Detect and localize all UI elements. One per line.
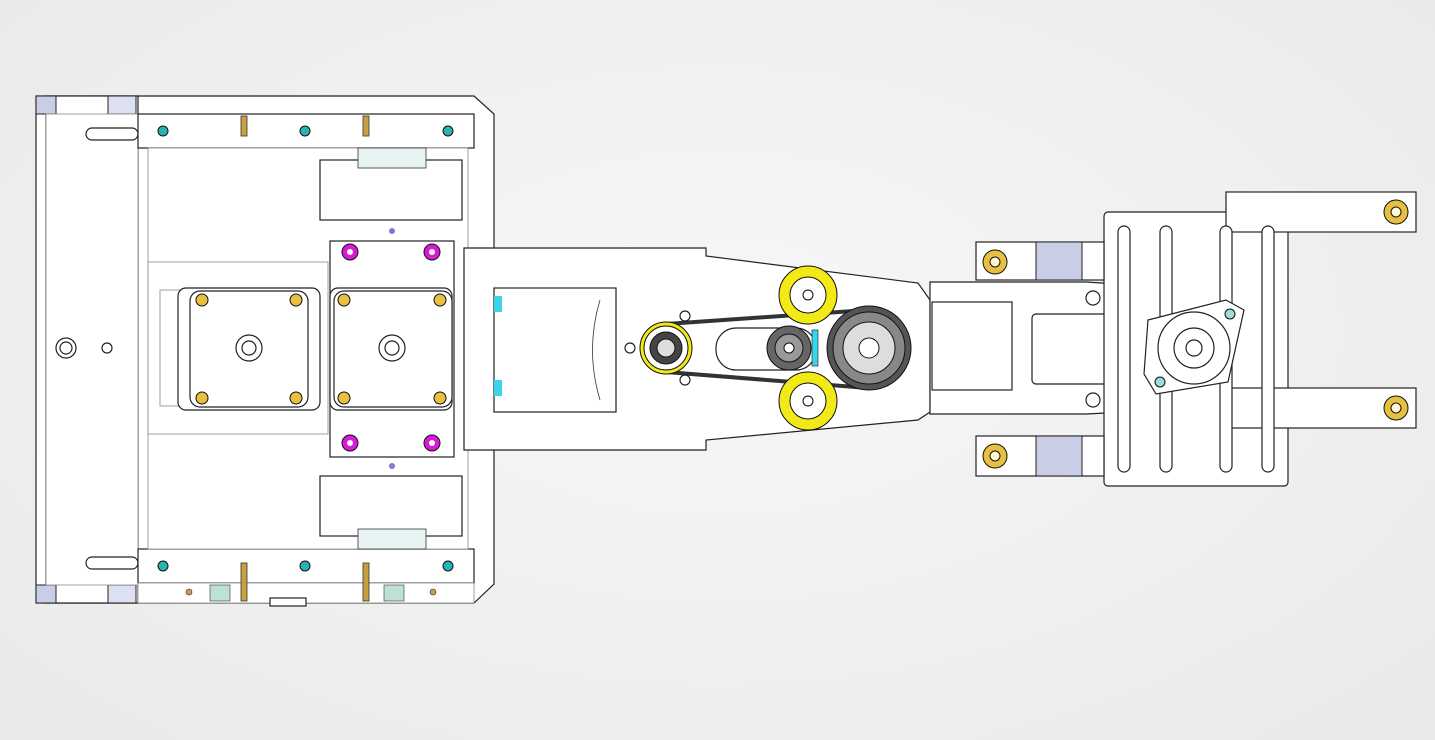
end-motor <box>1143 299 1245 395</box>
stepper-motor-right <box>329 287 453 411</box>
belt-drive <box>624 305 912 391</box>
idler-bottom <box>778 371 838 431</box>
gold-nuts <box>982 199 1409 469</box>
brass-standoffs <box>185 115 437 607</box>
idler-top <box>778 265 838 325</box>
teal-screws <box>157 125 454 572</box>
stepper-motor-left <box>177 287 321 411</box>
